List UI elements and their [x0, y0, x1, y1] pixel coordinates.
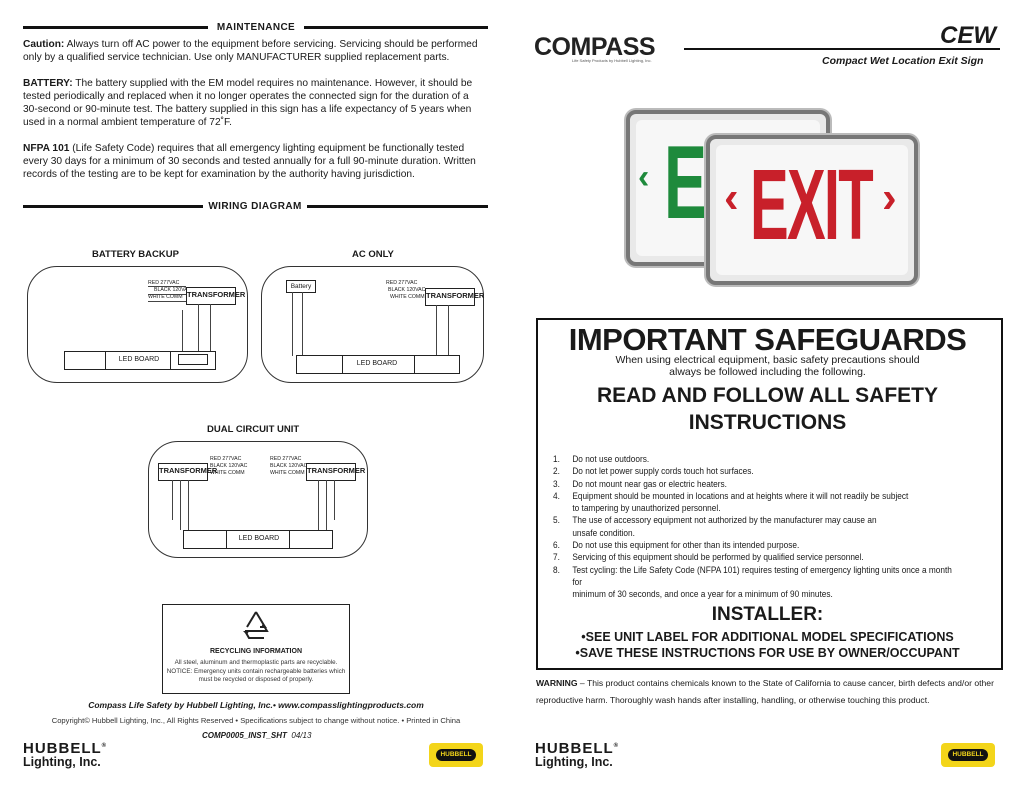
installer-notes: •SEE UNIT LABEL FOR ADDITIONAL MODEL SPE…: [575, 630, 960, 660]
ac-transformer: TRANSFORMER: [425, 288, 484, 306]
red-right-arrow-icon: ›: [882, 173, 897, 222]
ac-only-housing: [261, 266, 484, 383]
safety-list-item: unsafe condition.: [572, 527, 635, 538]
bb-transformer: TRANSFORMER: [186, 287, 245, 305]
wiring-heading: WIRING DIAGRAM: [203, 201, 307, 212]
safety-list-item: 5.The use of accessory equipment not aut…: [553, 515, 877, 526]
dual-circuit-label: DUAL CIRCUIT UNIT: [207, 424, 300, 435]
compass-tagline: Life Safety Products by Hubbell Lighting…: [572, 58, 652, 63]
hubbell-logo-right: HUBBELL® Lighting, Inc.: [535, 740, 620, 769]
safety-list-item: minimum of 30 seconds, and once a year f…: [572, 589, 833, 600]
dual-transformer-left: TRANSFORMER: [158, 463, 217, 481]
red-exit-text: EXIT: [750, 149, 874, 261]
warning-paragraph: WARNING – This product contains chemical…: [536, 675, 1002, 709]
nfpa-text: (Life Safety Code) requires that all eme…: [23, 143, 476, 180]
compass-logo: COMPASS: [534, 33, 656, 61]
warning-text: – This product contains chemicals known …: [536, 678, 994, 705]
safety-list-item: 1.Do not use outdoors.: [553, 454, 650, 464]
bb-connector: [178, 354, 208, 365]
recycling-box: RECYCLING INFORMATION All steel, aluminu…: [162, 604, 350, 694]
safeguards-title: IMPORTANT SAFEGUARDS: [568, 322, 967, 357]
hubbell-logo-left: HUBBELL® Lighting, Inc.: [23, 740, 108, 769]
safety-list-item: 8.Test cycling: the Life Safety Code (NF…: [553, 564, 952, 587]
safety-list: 1.Do not use outdoors. 2.Do not let power…: [553, 453, 958, 601]
caution-text: Always turn off AC power to the equipmen…: [23, 39, 478, 63]
product-code: CEW: [940, 22, 996, 49]
nfpa-label: NFPA 101: [23, 143, 70, 154]
red-left-arrow-icon: ‹: [724, 173, 739, 222]
recycle-icon: [243, 611, 269, 639]
product-name: Compact Wet Location Exit Sign: [822, 55, 984, 67]
red-exit-sign: ‹ EXIT ›: [706, 135, 918, 285]
ac-led-board: LED BOARD: [296, 355, 460, 374]
dual-led-board: LED BOARD: [183, 530, 333, 549]
battery-text: The battery supplied with the EM model r…: [23, 78, 473, 128]
company-line: Compass Life Safety by Hubbell Lighting,…: [88, 700, 424, 710]
safeguards-box: [536, 318, 1003, 670]
document-code: COMP0005_INST_SHT 04/13: [202, 731, 312, 740]
warning-label: WARNING: [536, 678, 578, 688]
safety-list-item: 4.Equipment should be mounted in locatio…: [553, 490, 909, 501]
safety-list-item: 6.Do not use this equipment for other th…: [553, 540, 800, 551]
safeguards-subtitle: When using electrical equipment, basic s…: [615, 354, 920, 378]
maintenance-heading: MAINTENANCE: [208, 22, 304, 33]
read-follow-heading: READ AND FOLLOW ALL SAFETY INSTRUCTIONS: [596, 384, 939, 434]
safety-list-item: 3.Do not mount near gas or electric heat…: [553, 478, 727, 489]
caution-label: Caution:: [23, 39, 65, 50]
copyright-line: Copyright© Hubbell Lighting, Inc., All R…: [51, 716, 461, 725]
nfpa-paragraph: NFPA 101 (Life Safety Code) requires tha…: [23, 142, 486, 181]
dual-transformer-right: TRANSFORMER: [306, 463, 365, 481]
ac-battery: Battery: [286, 280, 316, 293]
dual-housing: [148, 441, 368, 558]
battery-label: BATTERY:: [23, 78, 73, 89]
safety-list-item: to tampering by unauthorized personnel.: [572, 503, 721, 514]
product-rule: [684, 48, 1000, 50]
recycling-title: RECYCLING INFORMATION: [209, 648, 303, 655]
caution-paragraph: Caution: Always turn off AC power to the…: [23, 38, 486, 64]
battery-paragraph: BATTERY: The battery supplied with the E…: [23, 77, 486, 129]
hubbell-badge-right: HUBBELL: [941, 743, 995, 767]
safety-list-item: 2.Do not let power supply cords touch ho…: [553, 466, 754, 477]
safety-list-item: 7.Servicing of this equipment should be …: [553, 552, 864, 563]
green-arrow-icon: ‹: [638, 158, 650, 196]
ac-only-label: AC ONLY: [352, 249, 394, 260]
installer-heading: INSTALLER:: [711, 604, 824, 625]
battery-backup-housing: [27, 266, 248, 383]
battery-backup-label: BATTERY BACKUP: [92, 249, 179, 260]
recycling-text: All steel, aluminum and thermoplastic pa…: [166, 659, 346, 683]
hubbell-badge-left: HUBBELL: [429, 743, 483, 767]
